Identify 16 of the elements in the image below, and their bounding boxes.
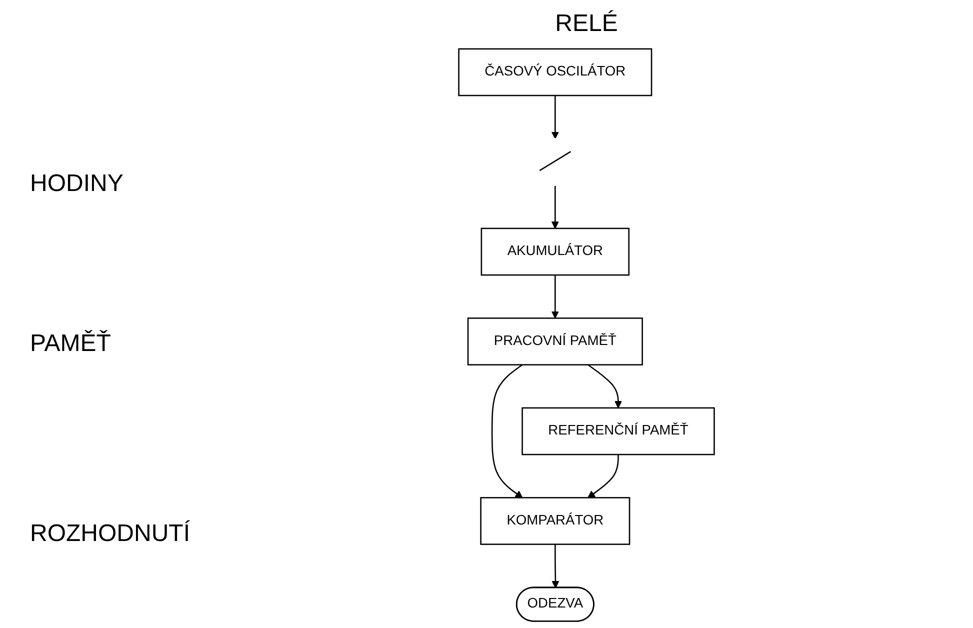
- arrow: [551, 275, 559, 319]
- node-box: REFERENČNÍ PAMĚŤ: [522, 407, 715, 456]
- stage-label: ROZHODNUTÍ: [30, 520, 190, 548]
- arrow: [552, 544, 560, 588]
- arrow: [551, 96, 559, 139]
- arrow: [491, 364, 523, 498]
- stage-label: PAMĚŤ: [30, 330, 111, 358]
- arrow: [588, 454, 619, 498]
- stage-label: HODINY: [30, 170, 124, 198]
- node-box: PRACOVNÍ PAMĚŤ: [467, 318, 643, 366]
- arrow: [551, 185, 559, 229]
- node-box: AKUMULÁTOR: [480, 228, 630, 276]
- node-box: KOMPARÁTOR: [480, 497, 630, 545]
- node-box: ČASOVÝ OSCILÁTOR: [458, 48, 652, 96]
- arrow: [588, 364, 622, 408]
- relay-label: RELÉ: [555, 10, 618, 38]
